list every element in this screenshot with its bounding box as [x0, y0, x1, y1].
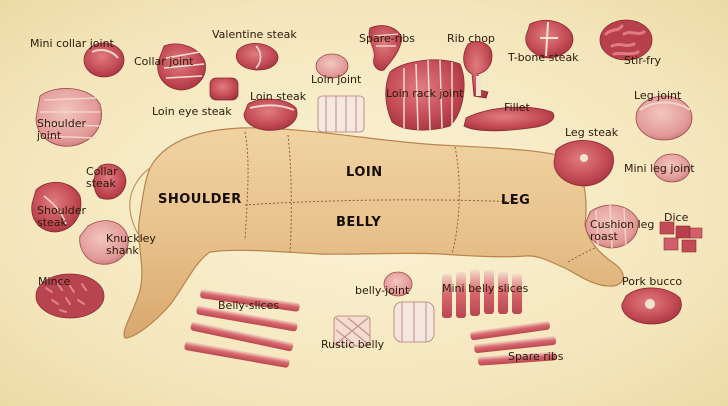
cut-line-leg [451, 146, 460, 255]
cut-image-leg-steak [553, 140, 614, 187]
label-cushion-leg-roast-line2: roast [590, 230, 618, 243]
label-belly-slices: Belly-slices [218, 299, 280, 312]
label-spare-ribs-bottom: Spare ribs [508, 350, 564, 363]
cut-image-stir-fry [599, 19, 653, 61]
cut-image-pork-bucco [621, 287, 682, 325]
pig-carcass [123, 127, 624, 339]
cut-line-hock [567, 247, 596, 263]
cut-line-shoulder [244, 131, 249, 241]
cut-image-rib-chop [463, 41, 493, 99]
cut-image-collar-joint [157, 43, 206, 91]
label-valentine-steak: Valentine steak [212, 28, 297, 41]
label-fillet: Fillet [504, 101, 530, 114]
cut-image-loin-eye-steak [209, 77, 239, 101]
label-loin-eye-steak: Loin eye steak [152, 105, 232, 118]
carcass-head [129, 167, 151, 241]
label-mini-leg-joint: Mini leg joint [624, 162, 695, 175]
region-shoulder: SHOULDER [158, 192, 242, 207]
label-collar-steak: Collar steak [86, 166, 136, 190]
label-cushion-leg-roast-line1: Cushion leg [590, 218, 655, 231]
label-mini-collar-joint: Mini collar joint [30, 37, 114, 50]
cut-image-shoulder-joint [35, 88, 102, 147]
label-rustic-belly: Rustic belly [321, 338, 385, 351]
label-shoulder-joint: Shoulder joint [37, 118, 97, 142]
label-mince: Mince [38, 275, 71, 288]
region-loin: LOIN [346, 165, 383, 180]
label-knuckley-shank: Knuckley shank [106, 233, 166, 257]
label-collar-joint: Collar joint [134, 55, 194, 68]
label-rib-chop: Rib chop [447, 32, 495, 45]
cut-image-mini-collar-joint [83, 42, 125, 78]
label-shoulder-steak: Shoulder steak [37, 205, 97, 229]
cut-image-spare-ribs-bottom [470, 320, 557, 366]
cut-image-t-bone-steak [525, 20, 574, 59]
cut-image-belly-slices [184, 289, 300, 368]
label-loin-joint: Loin joint [311, 73, 362, 86]
cut-image-mini-leg-joint [653, 153, 691, 183]
cut-image-belly-joint [383, 271, 435, 343]
label-knuckley-shank-line1: Knuckley [106, 232, 156, 245]
cut-image-mince [35, 273, 105, 319]
cut-image-loin-steak [243, 98, 298, 131]
label-shoulder-joint-line1: Shoulder [37, 117, 86, 130]
cut-image-fillet [463, 106, 555, 132]
label-collar-steak-line2: steak [86, 177, 116, 190]
label-belly-joint: belly-joint [355, 284, 410, 297]
label-mini-belly-slices: Mini belly slices [442, 282, 529, 295]
cut-image-loin-joint [315, 53, 365, 133]
label-pork-bucco: Pork bucco [622, 275, 683, 288]
cut-image-leg-joint [635, 95, 693, 141]
cut-image-dice [659, 221, 703, 253]
label-spare-ribs-top: Spare-ribs [359, 32, 416, 45]
cut-image-valentine-steak [236, 43, 279, 71]
cut-line-loin-belly [244, 199, 521, 206]
label-leg-steak: Leg steak [565, 126, 619, 139]
region-belly: BELLY [336, 215, 382, 230]
label-cushion-leg-roast: Cushion leg roast [590, 219, 670, 243]
carcass-body [123, 127, 624, 339]
label-leg-joint: Leg joint [634, 89, 682, 102]
label-t-bone-steak: T-bone steak [508, 51, 579, 64]
label-loin-steak: Loin steak [250, 90, 307, 103]
cut-image-rustic-belly [333, 315, 371, 347]
cut-image-cushion-leg-roast [585, 203, 639, 249]
label-knuckley-shank-line2: shank [106, 244, 139, 257]
cut-image-mini-belly-slices [442, 270, 522, 318]
cut-image-collar-steak [93, 163, 127, 200]
cut-image-knuckley-shank [79, 220, 129, 265]
region-leg: LEG [501, 193, 531, 208]
cut-image-spare-ribs-top [368, 25, 403, 71]
label-shoulder-joint-line2: joint [37, 129, 62, 142]
cut-image-loin-rack-joint [385, 59, 465, 131]
label-shoulder-steak-line1: Shoulder [37, 204, 86, 217]
label-stir-fry: Stir-fry [624, 54, 662, 67]
label-shoulder-steak-line2: steak [37, 216, 67, 229]
cut-image-shoulder-steak [31, 182, 82, 233]
label-dice: Dice [664, 211, 689, 224]
label-collar-steak-line1: Collar [86, 165, 118, 178]
label-loin-rack-joint: Loin rack joint [386, 87, 464, 100]
